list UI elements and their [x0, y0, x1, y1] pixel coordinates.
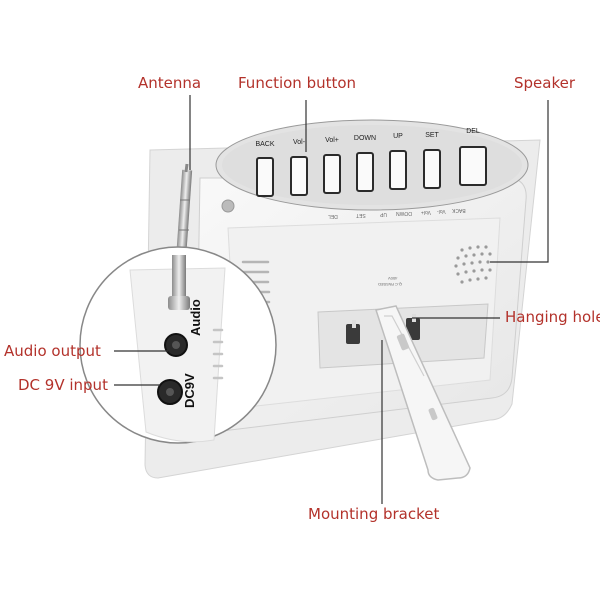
callout-dc-input: DC 9V input — [18, 376, 108, 394]
button-label-set: SET — [425, 132, 439, 139]
hanging-slot-left — [346, 324, 360, 344]
callout-hanging-hole: Hanging hole — [505, 308, 600, 326]
callout-function-button: Function button — [238, 74, 357, 92]
rev-label-del: DEL — [328, 213, 338, 219]
callout-antenna: Antenna — [138, 74, 202, 92]
kickstand — [375, 305, 471, 481]
button-label-back: BACK — [255, 141, 275, 148]
callout-audio-output: Audio output — [4, 342, 101, 360]
ports-zoom — [79, 246, 277, 444]
function-buttons[interactable] — [256, 146, 487, 197]
speaker-grille — [454, 245, 492, 284]
callout-lines — [114, 95, 549, 504]
port-label-audio: Audio — [188, 299, 203, 336]
callout-mounting-bracket: Mounting bracket — [308, 505, 440, 523]
button-label-del: DEL — [466, 128, 480, 135]
button-label-up: UP — [393, 133, 403, 140]
screw-hole — [221, 199, 235, 213]
rev-label-back: BACK — [452, 207, 466, 213]
button-label-vol-down: Vol- — [292, 139, 306, 146]
sticker-line2: Q.C PASSED — [378, 282, 403, 287]
callout-speaker: Speaker — [514, 74, 576, 92]
rev-label-set: SET — [356, 212, 366, 218]
rev-label-up: UP — [380, 211, 387, 217]
rev-label-vol-up: Vol+ — [421, 209, 431, 215]
rev-label-vol-down: Vol- — [437, 208, 446, 214]
button-label-down: DOWN — [353, 135, 377, 142]
port-label-dc: DC9V — [182, 373, 197, 408]
button-label-vol-up: Vol+ — [325, 137, 339, 144]
sticker-line1: 400V — [388, 276, 398, 281]
rev-label-down: DOWN — [396, 210, 412, 216]
